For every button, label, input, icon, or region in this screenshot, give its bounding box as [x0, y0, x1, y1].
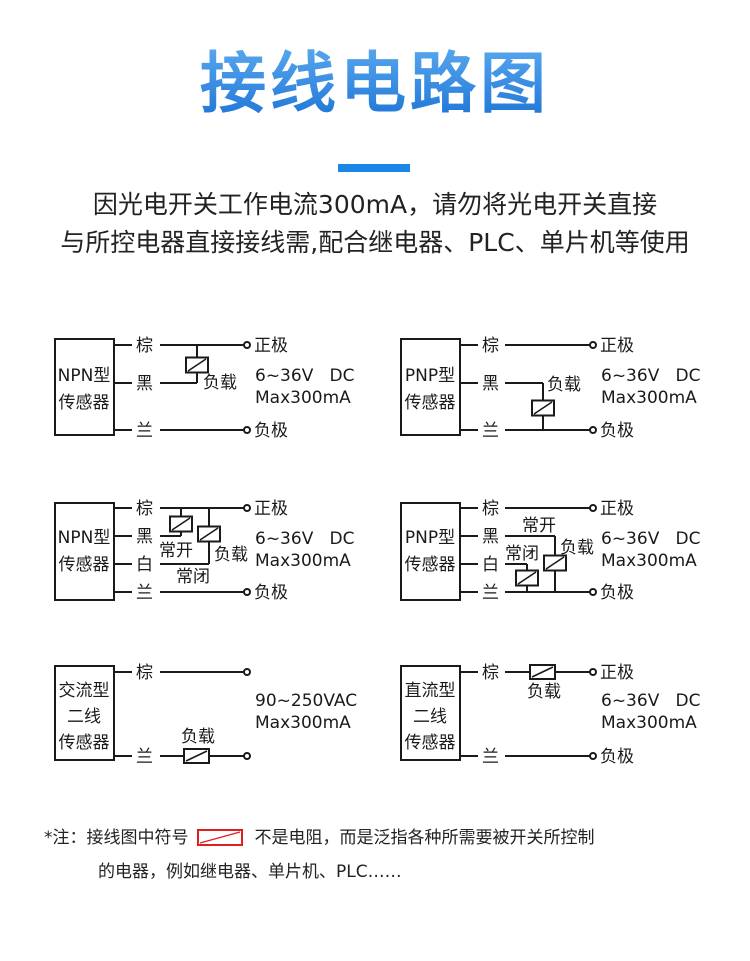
current-spec: Max300mA: [601, 388, 697, 408]
wire-label-blue: 兰: [482, 747, 499, 767]
terminal-positive: 正极: [600, 663, 634, 683]
sensor-box: [54, 665, 115, 761]
terminal-negative: 负极: [254, 421, 288, 441]
load-relay-icon: [183, 748, 210, 764]
intro-text-line-1: 因光电开关工作电流300mA，请勿将光电开关直接: [92, 190, 658, 219]
wire-label-black: 黑: [482, 527, 499, 547]
current-spec: Max300mA: [255, 388, 351, 408]
load-label: 负载: [547, 375, 581, 395]
sensor-type-label: PNP型: [405, 366, 455, 386]
voltage-spec: 6~36V DC: [255, 366, 355, 386]
sensor-type-label: NPN型: [58, 366, 111, 386]
terminal-negative: 负极: [254, 583, 288, 603]
current-spec: Max300mA: [255, 713, 351, 733]
load-relay-icon: [197, 525, 221, 543]
wire-label-blue: 兰: [136, 583, 153, 603]
wire-label-brown: 棕: [136, 663, 153, 683]
diagram-npn-4wire: [54, 502, 251, 601]
sensor-box: [400, 502, 461, 601]
normally-closed-label: 常闭: [176, 567, 210, 587]
load-label: 负载: [214, 545, 248, 565]
load-symbol-icon: [196, 829, 243, 846]
load-label: 负载: [560, 538, 594, 558]
voltage-spec: 6~36V DC: [601, 691, 701, 711]
load-relay-icon: [531, 399, 555, 417]
wire-label-brown: 棕: [482, 663, 499, 683]
sensor-type-label: 传感器: [405, 393, 456, 413]
footnote-line-1: *注：接线图中符号 不是电阻，而是泛指各种所需要被开关所控制: [44, 826, 595, 850]
normally-closed-relay-icon: [515, 569, 539, 587]
sensor-type-label: 直流型: [405, 681, 456, 701]
normally-open-label: 常开: [159, 541, 193, 561]
load-label: 负载: [203, 373, 237, 393]
sensor-type-label: PNP型: [405, 528, 455, 548]
terminal-positive: 正极: [600, 336, 634, 356]
voltage-spec: 6~36V DC: [601, 529, 701, 549]
diagram-npn-3wire: [54, 338, 251, 436]
wire-label-black: 黑: [136, 374, 153, 394]
diagram-pnp-3wire: [400, 338, 597, 436]
diagram-ac-2wire: [54, 665, 251, 764]
sensor-box: [400, 338, 461, 436]
terminal-positive: 正极: [600, 499, 634, 519]
sensor-type-label: 二线: [413, 707, 447, 727]
sensor-type-label: 交流型: [59, 681, 110, 701]
wire-label-white: 白: [136, 555, 153, 575]
wire-label-brown: 棕: [136, 499, 153, 519]
footnote-line-2: 的电器，例如继电器、单片机、PLC……: [98, 862, 402, 882]
load-label: 负载: [527, 682, 561, 702]
terminal-negative: 负极: [600, 421, 634, 441]
wire-label-white: 白: [482, 555, 499, 575]
diagram-pnp-4wire: [400, 502, 597, 601]
sensor-box: [54, 338, 115, 436]
footnote-prefix: *注：接线图中符号: [44, 828, 189, 848]
sensor-type-label: 传感器: [405, 733, 456, 753]
sensor-type-label: 传感器: [59, 555, 110, 575]
footnote-suffix: 不是电阻，而是泛指各种所需要被开关所控制: [254, 828, 595, 848]
terminal-negative: 负极: [600, 747, 634, 767]
sensor-type-label: NPN型: [58, 528, 111, 548]
wire-label-blue: 兰: [482, 583, 499, 603]
wire-label-blue: 兰: [482, 421, 499, 441]
wire-label-blue: 兰: [136, 421, 153, 441]
current-spec: Max300mA: [255, 551, 351, 571]
voltage-spec: 90~250VAC: [255, 691, 357, 711]
wire-label-brown: 棕: [482, 336, 499, 356]
diagram-dc-2wire: [400, 664, 597, 761]
title-underline: [338, 164, 410, 172]
terminal-positive: 正极: [254, 499, 288, 519]
normally-open-label: 常开: [522, 516, 556, 536]
sensor-type-label: 传感器: [405, 555, 456, 575]
current-spec: Max300mA: [601, 551, 697, 571]
page-title: 接线电路图: [0, 44, 750, 124]
sensor-type-label: 传感器: [59, 733, 110, 753]
voltage-spec: 6~36V DC: [601, 366, 701, 386]
voltage-spec: 6~36V DC: [255, 529, 355, 549]
intro-text-line-2: 与所控电器直接接线需,配合继电器、PLC、单片机等使用: [60, 228, 690, 257]
sensor-box: [54, 502, 115, 601]
load-relay-icon: [185, 356, 209, 374]
terminal-positive: 正极: [254, 336, 288, 356]
wire-label-brown: 棕: [482, 499, 499, 519]
normally-closed-label: 常闭: [505, 544, 539, 564]
sensor-type-label: 二线: [67, 707, 101, 727]
terminal-negative: 负极: [600, 583, 634, 603]
load-relay-icon: [529, 664, 556, 680]
current-spec: Max300mA: [601, 713, 697, 733]
sensor-type-label: 传感器: [59, 393, 110, 413]
normally-open-relay-icon: [169, 515, 193, 533]
wire-label-blue: 兰: [136, 747, 153, 767]
load-label: 负载: [181, 727, 215, 747]
wire-label-black: 黑: [136, 527, 153, 547]
wire-label-brown: 棕: [136, 336, 153, 356]
sensor-box: [400, 665, 461, 761]
wire-label-black: 黑: [482, 374, 499, 394]
